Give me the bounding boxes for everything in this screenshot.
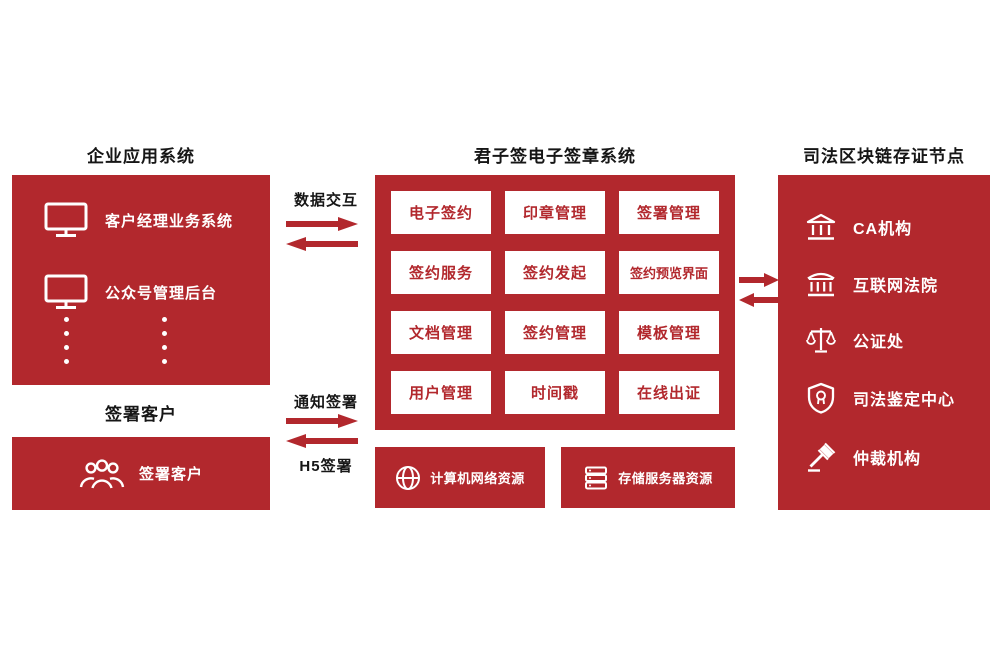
module-item: 签约管理 [505, 311, 605, 354]
module-item: 签署管理 [619, 191, 719, 234]
people-icon [79, 458, 125, 490]
center-right-arrows [739, 273, 779, 307]
resource-label: 存储服务器资源 [618, 471, 713, 486]
node-label: CA机构 [853, 220, 913, 238]
network-globe-icon [395, 465, 421, 491]
node-item: 司法鉴定中心 [804, 382, 984, 414]
module-item: 签约服务 [391, 251, 491, 294]
arrow-left-icon [286, 237, 358, 251]
data-exchange-label: 数据交互 [293, 192, 358, 209]
node-item: 公证处 [804, 325, 984, 355]
esign-system-panel: 电子签约 印章管理 签署管理 签约服务 签约发起 签约预览界面 文档管理 签约管… [375, 175, 735, 430]
arrow-left-icon [739, 293, 779, 307]
node-label: 公证处 [853, 334, 905, 352]
module-item: 电子签约 [391, 191, 491, 234]
scales-icon [804, 325, 838, 355]
app-item-label: 公众号管理后台 [105, 284, 218, 302]
network-resource-box: 计算机网络资源 [375, 447, 545, 508]
module-item: 模板管理 [619, 311, 719, 354]
shield-badge-icon [804, 382, 838, 414]
module-item: 在线出证 [619, 371, 719, 414]
storage-server-icon [583, 465, 609, 491]
notify-sign-arrows [286, 414, 358, 448]
enterprise-apps-panel: 客户经理业务系统 公众号管理后台 [12, 175, 270, 385]
left-section-title: 企业应用系统 [87, 147, 195, 166]
module-item: 签约预览界面 [619, 251, 719, 294]
judicial-nodes-panel: CA机构 互联网法院 [778, 175, 990, 510]
court-building-icon [804, 269, 838, 299]
module-item: 文档管理 [391, 311, 491, 354]
storage-resource-box: 存储服务器资源 [561, 447, 735, 508]
node-label: 司法鉴定中心 [853, 392, 956, 410]
app-item: 客户经理业务系统 [44, 197, 233, 243]
node-item: 互联网法院 [804, 269, 984, 299]
app-item: 公众号管理后台 [44, 269, 217, 315]
node-label: 仲裁机构 [853, 451, 922, 469]
gavel-icon [804, 441, 838, 473]
signer-section-title: 签署客户 [105, 405, 177, 424]
module-item: 时间戳 [505, 371, 605, 414]
module-item: 用户管理 [391, 371, 491, 414]
resource-label: 计算机网络资源 [430, 471, 525, 486]
app-item-label: 客户经理业务系统 [105, 212, 234, 230]
node-item: CA机构 [804, 212, 984, 242]
arrow-right-icon [286, 414, 358, 428]
right-section-title: 司法区块链存证节点 [803, 147, 965, 166]
monitor-icon [44, 273, 88, 311]
ellipsis-dots [64, 317, 69, 364]
modules-grid: 电子签约 印章管理 签署管理 签约服务 签约发起 签约预览界面 文档管理 签约管… [391, 191, 719, 414]
center-section-title: 君子签电子签章系统 [474, 147, 636, 166]
monitor-icon [44, 201, 88, 239]
bank-icon [804, 212, 838, 242]
module-item: 印章管理 [505, 191, 605, 234]
module-item: 签约发起 [505, 251, 605, 294]
h5-sign-label: H5签署 [299, 458, 353, 475]
arrow-right-icon [286, 217, 358, 231]
notify-sign-label: 通知签署 [293, 394, 358, 411]
node-label: 互联网法院 [853, 277, 939, 295]
signer-label: 签署客户 [138, 466, 203, 483]
arrow-right-icon [739, 273, 779, 287]
arrow-left-icon [286, 434, 358, 448]
data-exchange-arrows [286, 217, 358, 251]
signer-panel: 签署客户 [12, 437, 270, 510]
ellipsis-dots [162, 317, 167, 364]
node-item: 仲裁机构 [804, 441, 984, 473]
